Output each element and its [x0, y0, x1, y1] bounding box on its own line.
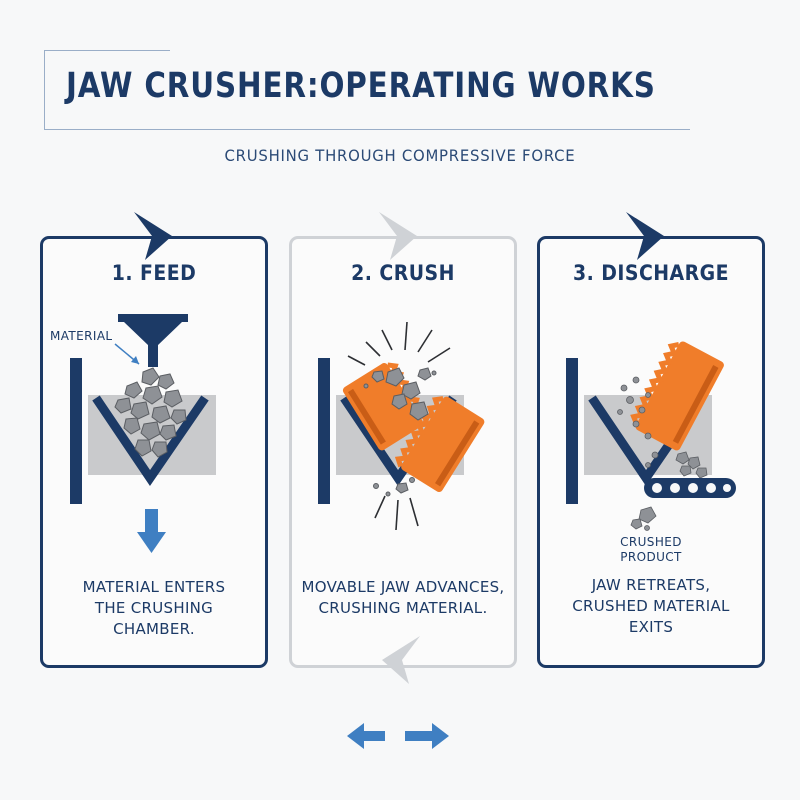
step-caption: JAW RETREATS, CRUSHED MATERIAL EXITS — [572, 576, 730, 636]
page-subtitle: CRUSHING THROUGH COMPRESSIVE FORCE — [224, 146, 576, 165]
movable-jaw-retracted — [630, 341, 724, 451]
page-title: JAW CRUSHER:OPERATING WORKS — [66, 66, 656, 106]
step-heading: 2. CRUSH — [351, 261, 455, 285]
title-frame — [44, 49, 690, 130]
cycle-arrow-icon — [626, 212, 664, 260]
fixed-jaw-plate — [70, 358, 82, 504]
cycle-arrow-icon — [379, 212, 417, 260]
material-label: MATERIAL — [50, 329, 113, 343]
movable-jaw-right — [394, 396, 485, 493]
chamber-walls — [92, 395, 209, 486]
fixed-jaw-plate — [318, 358, 330, 504]
step-caption: MOVABLE JAW ADVANCES, CRUSHING MATERIAL. — [301, 578, 505, 617]
fixed-jaw-plate — [566, 358, 578, 504]
crush-illustration — [318, 321, 485, 531]
step-caption: MATERIAL ENTERS THE CRUSHING CHAMBER. — [82, 578, 226, 638]
funnel-icon — [118, 314, 188, 367]
rock-pile — [114, 367, 187, 458]
down-arrow-icon — [137, 509, 166, 553]
cycle-arrow-icon — [382, 636, 420, 684]
discharge-illustration — [566, 341, 736, 531]
impact-lines — [347, 321, 451, 531]
falling-fragments — [617, 376, 708, 531]
conveyor-icon — [644, 478, 736, 498]
feed-illustration — [70, 314, 216, 553]
cycle-arrow-icon — [134, 212, 172, 260]
crushed-rocks — [363, 367, 437, 497]
left-right-arrows-icon — [347, 723, 449, 749]
crushed-product-label: CRUSHED PRODUCT — [620, 535, 682, 564]
step-heading: 3. DISCHARGE — [573, 261, 729, 285]
step-heading: 1. FEED — [111, 261, 197, 285]
